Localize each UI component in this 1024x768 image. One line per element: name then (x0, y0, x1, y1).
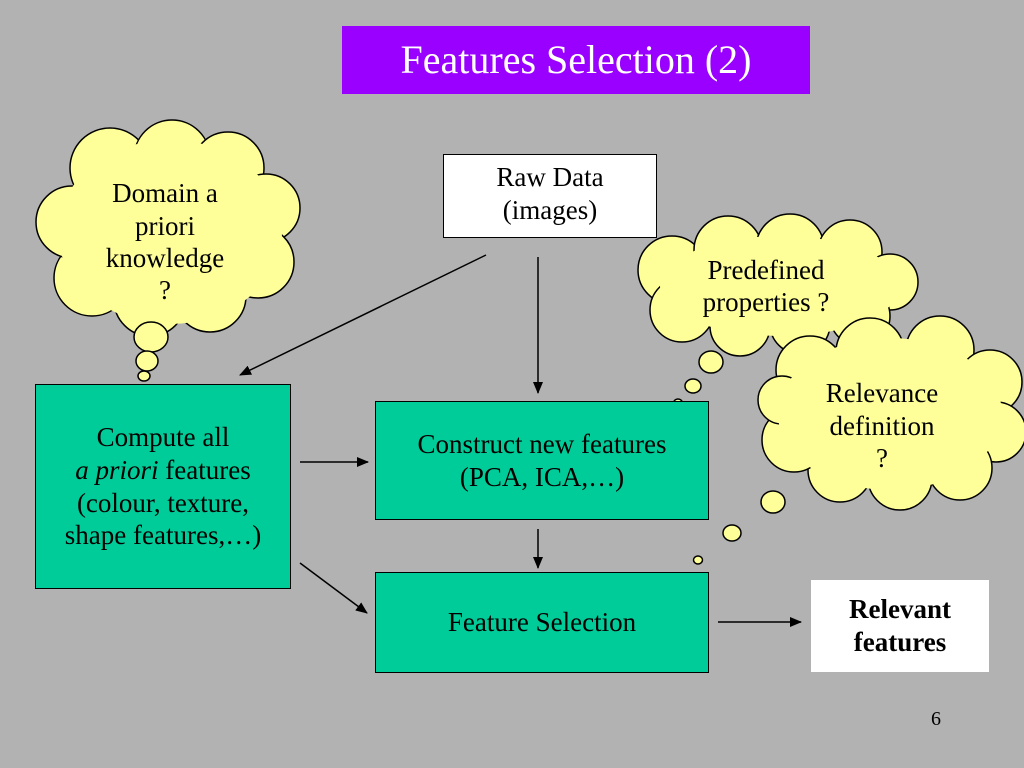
raw-data-line1: Raw Data (496, 162, 604, 192)
cloud-domain-line1: Domain a (112, 178, 218, 209)
cloud-domain-knowledge (35, 119, 301, 382)
cloud-domain-line2: priori (135, 210, 195, 241)
cloud-predefined-line2: properties ? (702, 287, 830, 317)
arrow-raw-to-compute (239, 254, 487, 376)
feature-selection-label: Feature Selection (447, 607, 637, 638)
cloud-predefined-text: Predefined properties ? (672, 242, 860, 330)
cloud-predefined-properties (637, 213, 919, 408)
node-relevant-features: Relevant features (811, 580, 989, 672)
compute-line3: (colour, texture, (76, 487, 250, 518)
compute-line2-rest: features (158, 454, 251, 485)
node-raw-data: Raw Data (images) (443, 154, 657, 238)
cloud-relevance-line1: Relevance (825, 378, 939, 409)
raw-data-line2: (images) (502, 194, 598, 225)
cloud-domain-tail-bubbles (133, 321, 169, 382)
cloud-relevance-definition (692, 315, 1024, 565)
construct-line2: (PCA, ICA,…) (459, 461, 625, 492)
cloud-domain-line3: knowledge (105, 243, 225, 273)
node-feature-selection: Feature Selection (375, 572, 709, 673)
cloud-predefined-tail-bubbles (672, 350, 724, 408)
cloud-relevance-tail-bubbles (692, 490, 786, 565)
compute-line1: Compute all (96, 421, 230, 452)
node-compute-a-priori-features: Compute all a priori features (colour, t… (35, 384, 291, 589)
compute-line2-italic: a priori (75, 454, 159, 485)
node-construct-new-features: Construct new features (PCA, ICA,…) (375, 401, 709, 520)
relevant-line2: features (853, 627, 947, 657)
arrow-compute-to-selection (299, 562, 368, 614)
compute-line2: a priori features (75, 454, 250, 487)
cloud-domain-line4: ? (159, 275, 171, 306)
cloud-relevance-line2: definition (829, 410, 935, 441)
relevant-line1: Relevant (849, 594, 951, 625)
cloud-domain-text: Domain a priori knowledge ? (80, 162, 250, 322)
slide-title: Features Selection (2) (342, 26, 810, 94)
page-number: 6 (931, 708, 941, 730)
cloud-predefined-line1: Predefined (707, 254, 825, 285)
cloud-relevance-text: Relevance definition ? (800, 364, 964, 488)
compute-line4: shape features,…) (64, 520, 262, 551)
cloud-relevance-line3: ? (876, 443, 888, 474)
construct-line1: Construct new features (417, 428, 667, 459)
